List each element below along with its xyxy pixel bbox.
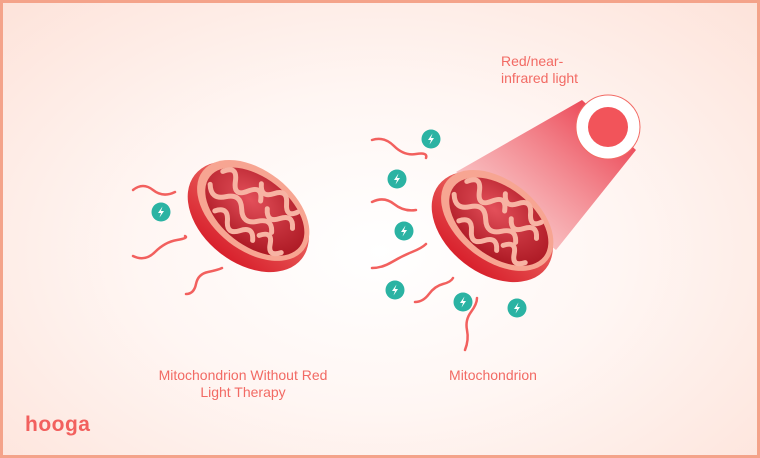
lightning-bolt-icon [151, 202, 171, 222]
left-caption-line1: Mitochondrion Without Red [158, 367, 328, 383]
lightning-bolt-icon [421, 129, 441, 149]
mitochondrion-left [166, 137, 331, 295]
lightning-bolt-icon [453, 292, 473, 312]
light-label-line2: infrared light [501, 70, 579, 86]
left-caption-line2: Light Therapy [200, 384, 286, 400]
illustration [131, 94, 641, 352]
lightning-bolt-icon [385, 280, 405, 300]
squiggles [131, 137, 479, 352]
lightning-bolt-icon [507, 298, 527, 318]
lightning-bolt-icon [394, 221, 414, 241]
light-source-icon [575, 94, 641, 160]
lightning-bolt-icon [387, 169, 407, 189]
right-caption: Mitochondrion [449, 367, 537, 383]
left-caption: Mitochondrion Without Red Light Therapy [123, 367, 363, 401]
light-label: Red/near- infrared light [501, 53, 578, 87]
light-label-line1: Red/near- [501, 53, 564, 69]
hooga-logo: hooga [25, 413, 91, 436]
